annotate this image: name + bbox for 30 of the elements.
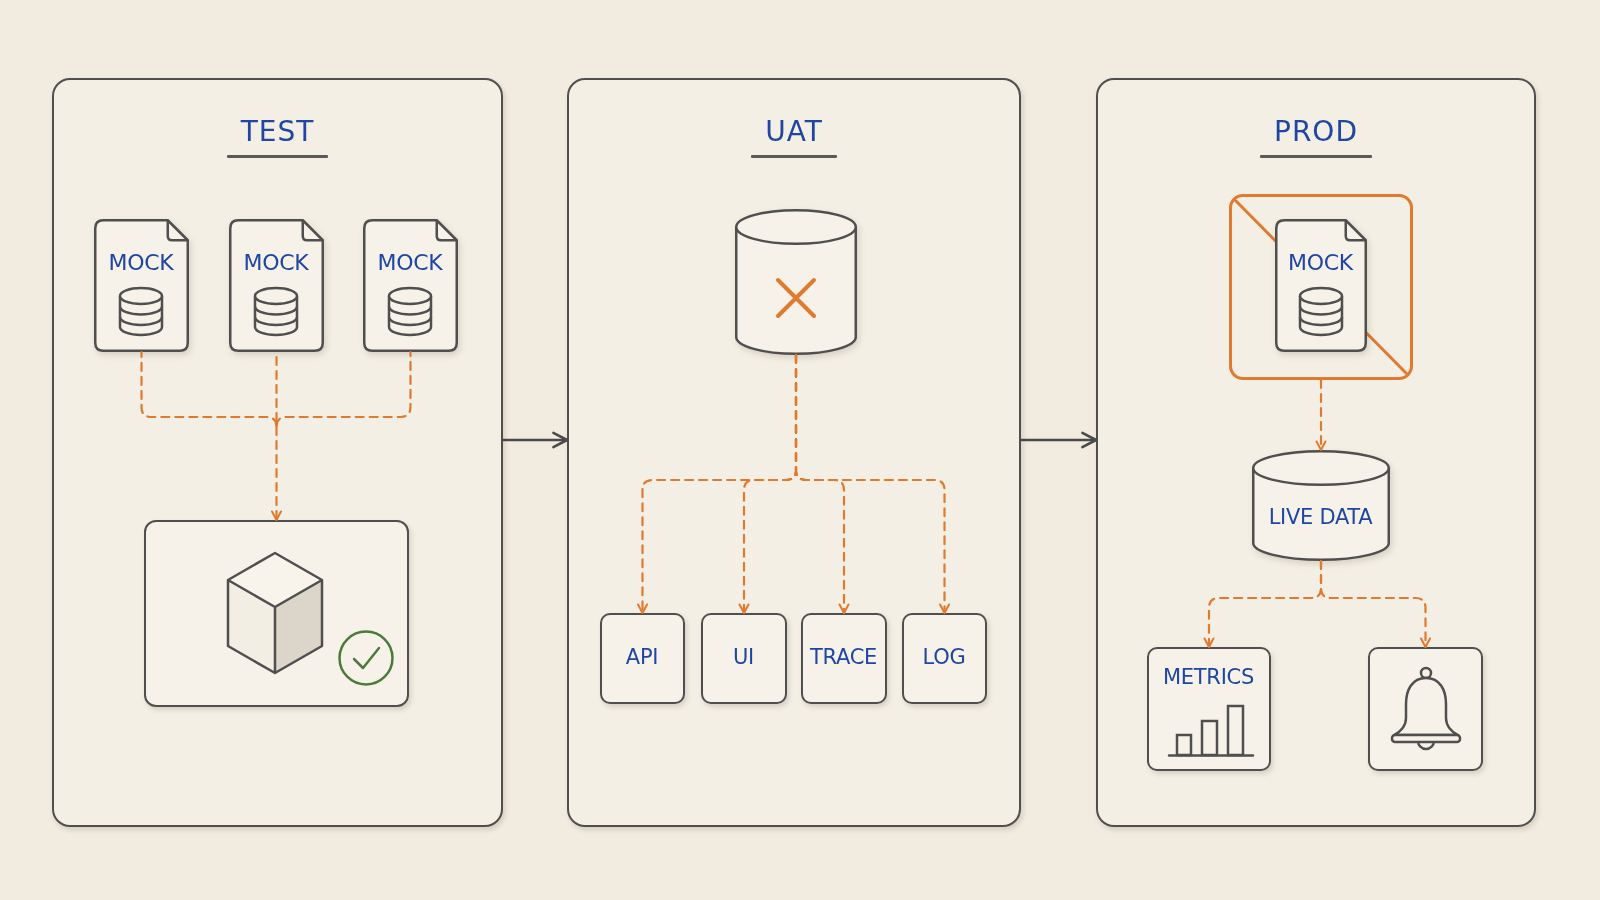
metrics-card — [1146, 646, 1271, 771]
panel-title: TEST — [240, 115, 315, 149]
node-label: MOCK — [243, 249, 309, 276]
node-label: MOCK — [377, 249, 443, 276]
component-tile — [599, 612, 685, 704]
dashed-arrow — [1315, 378, 1327, 452]
arrow — [501, 431, 569, 449]
node-label: LIVE DATA — [1268, 504, 1373, 530]
panel-title: UAT — [765, 115, 823, 149]
node-label: MOCK — [1288, 249, 1353, 276]
node-label: UI — [733, 645, 754, 671]
environment-panel — [1096, 78, 1536, 827]
alert-card — [1367, 646, 1483, 771]
node-label: MOCK — [108, 249, 174, 276]
dashed-arrow — [794, 353, 950, 615]
dashed-line — [275, 350, 412, 429]
result-card — [143, 519, 409, 707]
dashed-arrow — [1319, 559, 1431, 649]
dashed-arrow — [271, 425, 282, 522]
environment-panel — [567, 78, 1021, 827]
environment-panel — [52, 78, 503, 827]
component-tile — [800, 612, 887, 704]
node-label: API — [625, 645, 659, 671]
node-label: LOG — [922, 645, 966, 671]
node-label: TRACE — [810, 645, 877, 671]
component-tile — [901, 612, 987, 704]
node-label: METRICS — [1163, 664, 1254, 690]
component-tile — [700, 612, 787, 704]
arrow — [1019, 431, 1098, 449]
panel-title: PROD — [1274, 115, 1358, 149]
